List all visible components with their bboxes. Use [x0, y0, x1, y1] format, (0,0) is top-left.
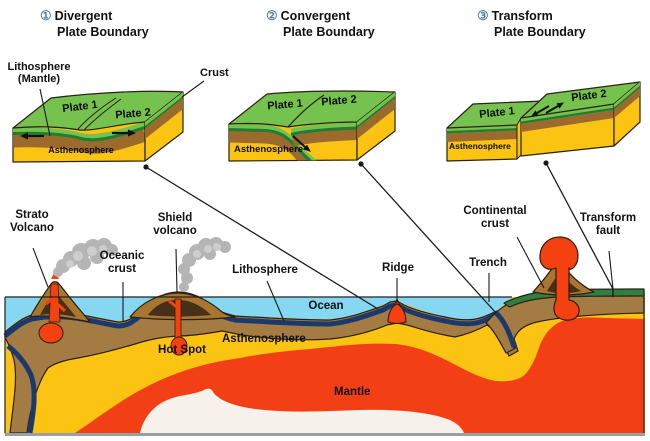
transform-block-diagram [446, 81, 641, 162]
label-ocean: Ocean [308, 300, 344, 312]
transform-arrows [531, 102, 564, 117]
label-strato-volcano: Strato Volcano [0, 209, 64, 235]
connector-lines [143, 160, 614, 314]
hot-spot-magma [170, 336, 188, 356]
label-oceanic-l2: crust [107, 262, 137, 275]
divergent-arrows [20, 129, 136, 140]
leader-lines [32, 80, 614, 322]
number-2-icon: ② [266, 8, 278, 23]
label-mantle: Mantle [334, 386, 371, 398]
oceanic-crust-stripe-left [6, 344, 37, 434]
strato-smoke-plume [53, 238, 118, 277]
block1-asthenosphere-label: Asthenosphere [48, 145, 114, 155]
label-continental-l2: crust [480, 217, 510, 230]
mid-ocean-ridge-shape [387, 298, 407, 325]
heading-convergent-subtitle: Plate Boundary [283, 24, 375, 39]
label-transform-l2: fault [595, 224, 621, 237]
shield-volcano-shape [129, 292, 236, 356]
label-continental-l1: Continental [463, 205, 527, 217]
block2-asthenosphere-label: Asthenosphere [234, 144, 304, 155]
heading-divergent-subtitle: Plate Boundary [57, 24, 149, 39]
block-top-face [228, 90, 396, 128]
label-oceanic-l1: Oceanic [99, 250, 145, 262]
subduction-slab-stripe [494, 311, 517, 348]
label-continental-crust: Continental crust [453, 205, 537, 231]
strato-magma-chamber [38, 322, 64, 344]
label-lithosphere-mantle-l2: (Mantle) [17, 73, 61, 86]
rift-line [77, 97, 122, 131]
block3-asthenosphere-label: Asthenosphere [449, 141, 511, 151]
section-bottom-border [5, 433, 645, 436]
convergent-block-diagram [228, 90, 396, 162]
eruption-magma [539, 236, 580, 321]
label-asthenosphere: Asthenosphere [222, 333, 306, 345]
label-transform-fault: Transform fault [570, 212, 646, 238]
shield-smoke-plume [178, 237, 231, 292]
number-1-icon: ① [40, 8, 52, 23]
divergent-block-diagram [12, 90, 184, 163]
label-lithosphere-mantle-l1: Lithosphere [7, 61, 71, 73]
label-strato-l1: Strato [15, 209, 49, 221]
label-lithosphere: Lithosphere [232, 264, 298, 276]
label-strato-l2: Volcano [10, 221, 54, 234]
label-crust: Crust [200, 67, 229, 79]
continental-volcano-shape [532, 236, 595, 321]
label-lithosphere-mantle: Lithosphere (Mantle) [0, 61, 78, 86]
heading-transform-subtitle: Plate Boundary [494, 24, 586, 39]
label-shield-volcano: Shield volcano [142, 212, 208, 238]
section-border [4, 290, 645, 433]
label-oceanic-crust: Oceanic crust [92, 250, 152, 276]
heading-transform-title: Transform [491, 9, 553, 23]
cross-section [3, 236, 645, 436]
oceanic-crust-stripe [3, 293, 518, 350]
heading-divergent-title: Divergent [54, 9, 113, 23]
label-shield-l2: volcano [153, 224, 197, 237]
plate-boundary-line [287, 94, 325, 128]
label-hot-spot: Hot Spot [158, 344, 206, 356]
subduction-arrow [292, 135, 311, 152]
heading-convergent-title: Convergent [280, 9, 351, 23]
label-shield-l1: Shield [157, 212, 193, 224]
strato-volcano-shape [29, 271, 91, 344]
label-transform-l1: Transform [579, 212, 637, 224]
label-ridge: Ridge [382, 262, 414, 274]
mantle-white-blob [140, 388, 464, 433]
ocean-water [5, 292, 512, 331]
number-3-icon: ③ [477, 8, 489, 23]
label-trench: Trench [469, 257, 507, 269]
